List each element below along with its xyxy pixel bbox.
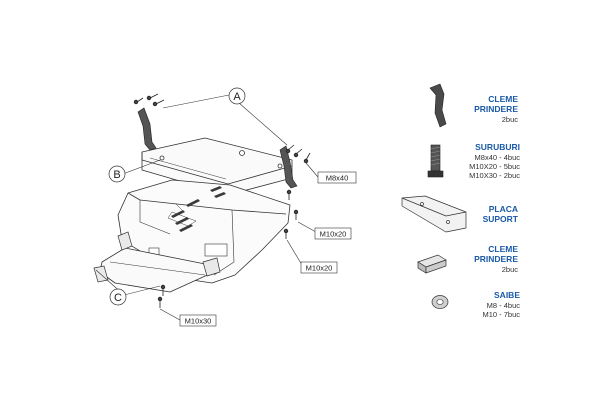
legend-suruburi-line: M10X30 - 2buc bbox=[469, 171, 520, 180]
legend-cleme-top: CLEME PRINDERE 2buc bbox=[398, 94, 518, 124]
legend-placa: PLACA SUPORT bbox=[398, 204, 518, 226]
svg-text:C: C bbox=[114, 292, 122, 304]
legend-bolt-icon bbox=[427, 144, 444, 178]
svg-text:M10x20: M10x20 bbox=[320, 230, 347, 239]
leader-lines bbox=[95, 94, 319, 321]
plate-cutouts bbox=[148, 243, 228, 257]
clip-a-left bbox=[137, 107, 157, 151]
legend-plate-icon bbox=[401, 195, 467, 233]
legend-cleme-bottom-title-1: CLEME bbox=[488, 244, 518, 254]
lower-brackets bbox=[93, 231, 221, 283]
legend-suruburi-line: M10X20 - 5buc bbox=[469, 162, 520, 171]
callout-a: A bbox=[228, 87, 246, 105]
legend-cleme-bottom-qty: 2buc bbox=[501, 265, 518, 274]
svg-text:M10x20: M10x20 bbox=[306, 264, 333, 273]
legend-saibe-title: SAIBE bbox=[494, 290, 520, 300]
callout-c: C bbox=[109, 288, 127, 306]
callout-b: B bbox=[108, 165, 126, 183]
svg-text:A: A bbox=[233, 91, 241, 103]
label-m8x40: M8x40 bbox=[317, 171, 357, 184]
legend-cleme-bottom: CLEME PRINDERE 2buc bbox=[398, 244, 518, 274]
legend-clip-icon bbox=[429, 83, 447, 128]
legend-cleme-top-title-2: PRINDERE bbox=[474, 104, 518, 114]
legend-saibe: SAIBE M8 - 4buc M10 - 7buc bbox=[400, 290, 520, 320]
legend-suruburi-line: M8x40 - 4buc bbox=[474, 153, 520, 162]
legend-cleme-top-title-1: CLEME bbox=[488, 94, 518, 104]
legend-small-clip-icon bbox=[417, 254, 447, 274]
legend-placa-title-2: SUPORT bbox=[482, 214, 518, 224]
legend-cleme-top-qty: 2buc bbox=[501, 115, 518, 124]
label-m10x20-upper: M10x20 bbox=[314, 227, 352, 240]
label-m10x20-lower: M10x20 bbox=[300, 261, 338, 274]
svg-text:M8x40: M8x40 bbox=[326, 174, 349, 183]
legend-placa-title-1: PLACA bbox=[488, 204, 518, 214]
label-m10x30: M10x30 bbox=[179, 314, 217, 327]
legend-washer-icon bbox=[431, 295, 449, 309]
legend-saibe-line: M8 - 4buc bbox=[486, 301, 520, 310]
legend-cleme-bottom-title-2: PRINDERE bbox=[474, 254, 518, 264]
legend-suruburi-title: SURUBURI bbox=[475, 142, 520, 152]
legend-saibe-line: M10 - 7buc bbox=[482, 310, 520, 319]
svg-text:M10x30: M10x30 bbox=[185, 317, 212, 326]
svg-text:B: B bbox=[113, 169, 120, 181]
legend-suruburi: SURUBURI M8x40 - 4buc M10X20 - 5buc M10X… bbox=[400, 142, 520, 182]
vent-slots bbox=[171, 186, 226, 232]
bolts bbox=[133, 93, 311, 308]
